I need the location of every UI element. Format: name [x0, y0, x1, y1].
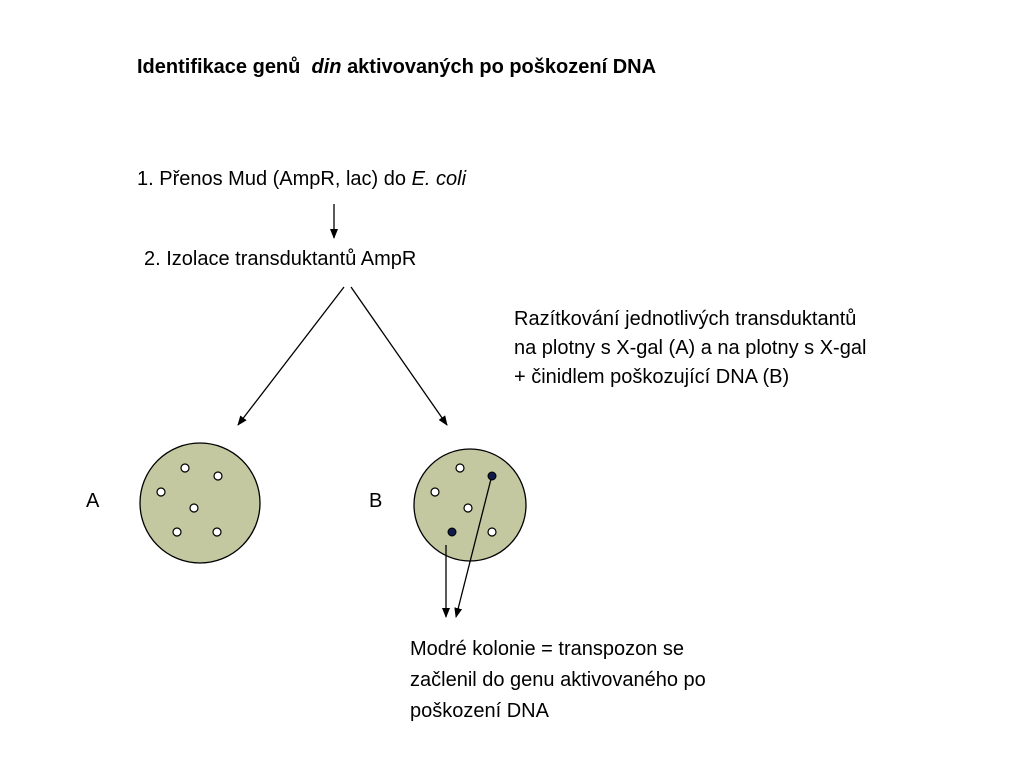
white-colony: [463, 503, 473, 513]
white-colony: [189, 503, 199, 513]
white-colony: [487, 527, 497, 537]
title-part2: aktivovaných po poškození DNA: [347, 56, 657, 78]
blue-colonies-note-line: Modré kolonie = transpozon se: [410, 638, 685, 660]
blue-colony: [447, 527, 457, 537]
white-colony: [212, 527, 222, 537]
plate-b-colonies: [430, 463, 497, 537]
step-1-prefix: 1. Přenos Mud (AmpR, lac) do: [137, 168, 406, 190]
arrow-blue-colony-1: [454, 478, 492, 618]
blue-colony: [487, 471, 497, 481]
plate-a-label: A: [86, 490, 100, 512]
arrow-to-plate-a: [237, 286, 345, 426]
title-italic: din: [311, 56, 342, 78]
white-colony: [430, 487, 440, 497]
plate-b-label: B: [369, 490, 383, 512]
diagram-title: Identifikace genů din aktivovaných po po…: [137, 56, 656, 79]
plate-a-colonies: [156, 463, 223, 537]
step-1-organism: E. coli: [411, 168, 467, 190]
white-colony: [213, 471, 223, 481]
plate-a: [139, 442, 261, 564]
stamping-note-line: + činidlem poškozující DNA (B): [514, 366, 790, 388]
step-2-text: 2. Izolace transduktantů AmpR: [144, 248, 417, 270]
title-part1: Identifikace genů: [137, 56, 301, 78]
white-colony: [172, 527, 182, 537]
blue-colonies-note: Modré kolonie = transpozon se začlenil d…: [410, 634, 706, 727]
white-colony: [455, 463, 465, 473]
stamping-note-line: na plotny s X-gal (A) a na plotny s X-ga…: [514, 337, 867, 359]
white-colony: [156, 487, 166, 497]
blue-colonies-note-line: začlenil do genu aktivovaného po: [410, 669, 706, 691]
blue-colonies-note-line: poškození DNA: [410, 700, 549, 722]
stamping-note: Razítkování jednotlivých transduktantů n…: [514, 305, 866, 392]
step-1-text: 1. Přenos Mud (AmpR, lac) do E. coli: [137, 168, 466, 191]
stamping-note-line: Razítkování jednotlivých transduktantů: [514, 308, 857, 330]
arrow-to-plate-b: [350, 286, 448, 426]
white-colony: [180, 463, 190, 473]
